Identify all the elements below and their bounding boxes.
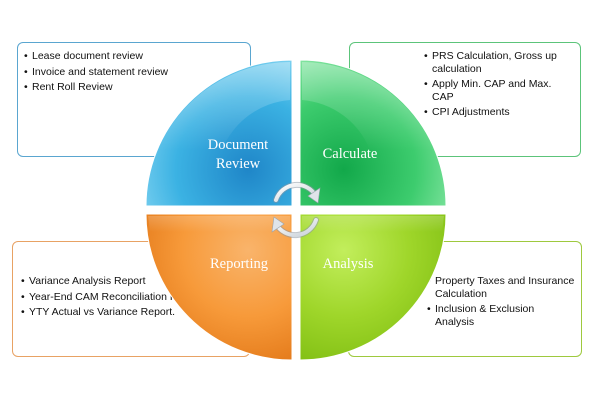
reporting-quadrant[interactable]	[145, 213, 293, 361]
calculate-label: Calculate	[323, 146, 378, 162]
document-review-label-line2: Review	[216, 156, 261, 172]
document-review-list: Lease document review Invoice and statem…	[24, 50, 244, 94]
calculate-list: PRS Calculation, Gross up calculation Ap…	[424, 50, 574, 119]
list-item: Apply Min. CAP and Max. CAP	[424, 78, 574, 103]
list-item: YTY Actual vs Variance Report.	[21, 306, 243, 319]
list-item: Year-End CAM Reconciliation Report	[21, 291, 243, 304]
list-item: Invoice and statement review	[24, 66, 244, 79]
list-item: CPI Adjustments	[424, 106, 574, 119]
list-item: PRS Calculation, Gross up calculation	[424, 50, 574, 75]
cycle-arrows-icon	[271, 181, 321, 239]
analysis-label: Analysis	[323, 256, 374, 272]
list-item: Inclusion & Exclusion Analysis	[427, 303, 575, 328]
list-item: Lease document review	[24, 50, 244, 63]
analysis-quadrant[interactable]	[299, 213, 447, 361]
list-item: Rent Roll Review	[24, 81, 244, 94]
reporting-label: Reporting	[210, 256, 268, 272]
document-review-label-line1: Document	[208, 137, 268, 153]
list-item: Variance Analysis Report	[21, 275, 243, 288]
reporting-list: Variance Analysis Report Year-End CAM Re…	[21, 275, 243, 319]
